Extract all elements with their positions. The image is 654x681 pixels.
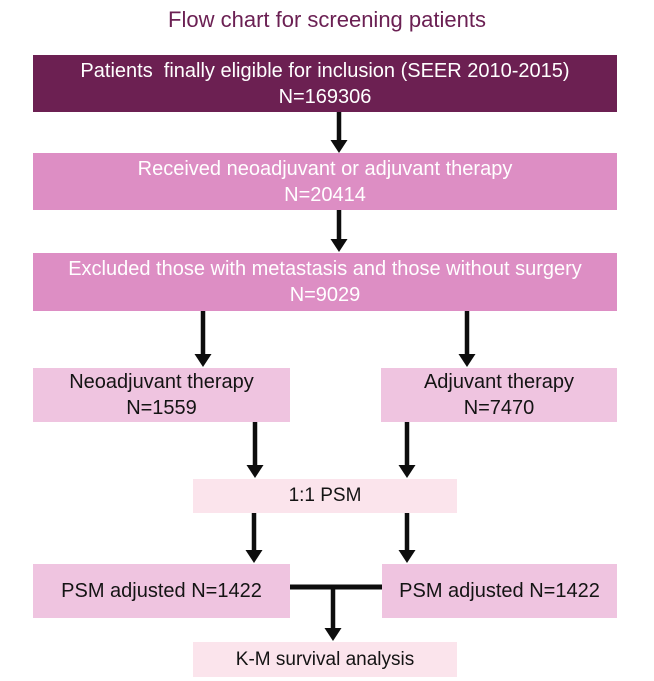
flow-box-neoadjuvant: Neoadjuvant therapy N=1559	[33, 368, 290, 422]
arrow-psm-to-psm-left	[245, 513, 263, 563]
arrow-neoadjuvant-to-psm	[246, 422, 264, 478]
flow-box-therapy: Received neoadjuvant or adjuvant therapy…	[33, 153, 617, 210]
connector-psm-boxes-to-km	[288, 584, 383, 641]
flow-box-adjuvant-count: N=7470	[463, 397, 535, 419]
flow-box-adjuvant-label: Adjuvant therapy	[423, 371, 575, 393]
arrow-eligible-to-therapy	[330, 112, 348, 153]
page-title: Flow chart for screening patients	[168, 7, 486, 32]
flow-box-neoadjuvant-label: Neoadjuvant therapy	[69, 371, 254, 393]
arrow-excluded-to-neoadjuvant	[194, 311, 212, 367]
flow-box-psm-adjusted-right: PSM adjusted N=1422	[382, 564, 617, 618]
flow-box-excluded-count: N=9029	[289, 284, 361, 306]
flow-box-psm-adjusted-left: PSM adjusted N=1422	[33, 564, 290, 618]
flow-box-psm-adjusted-left-label: PSM adjusted N=1422	[61, 580, 262, 602]
flow-box-km-analysis: K-M survival analysis	[193, 642, 457, 677]
flow-box-eligible: Patients finally eligible for inclusion …	[33, 55, 617, 112]
flow-box-therapy-label: Received neoadjuvant or adjuvant therapy	[137, 157, 513, 180]
flow-box-adjuvant: Adjuvant therapy N=7470	[381, 368, 617, 422]
flow-box-km-analysis-label: K-M survival analysis	[235, 648, 415, 670]
flow-box-eligible-label: Patients finally eligible for inclusion …	[80, 59, 570, 82]
flow-box-psm-adjusted-right-label: PSM adjusted N=1422	[399, 580, 600, 602]
flow-box-excluded: Excluded those with metastasis and those…	[33, 253, 617, 311]
flow-box-psm-label: 1:1 PSM	[288, 485, 362, 506]
arrow-therapy-to-excluded	[330, 210, 348, 252]
flow-box-psm: 1:1 PSM	[193, 479, 457, 513]
flow-box-excluded-label: Excluded those with metastasis and those…	[68, 258, 582, 280]
arrow-psm-to-psm-right	[398, 513, 416, 563]
arrow-adjuvant-to-psm	[398, 422, 416, 478]
arrow-excluded-to-adjuvant	[458, 311, 476, 367]
flow-box-neoadjuvant-count: N=1559	[126, 397, 197, 419]
flow-box-therapy-count: N=20414	[284, 183, 366, 206]
flow-box-eligible-count: N=169306	[278, 85, 372, 108]
